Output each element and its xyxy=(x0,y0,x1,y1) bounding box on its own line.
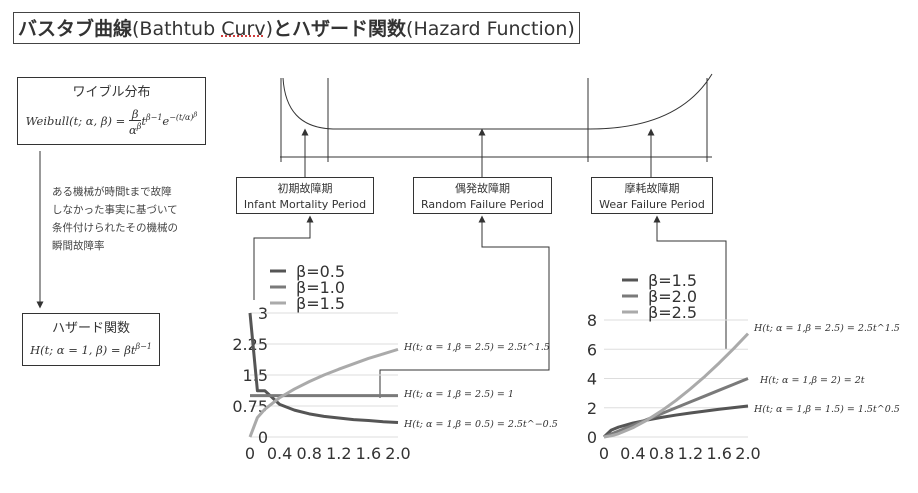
legend-label: β=1.0 xyxy=(296,278,345,297)
x-tick-label: 0 xyxy=(599,444,609,463)
bathtub-diagram xyxy=(280,73,713,177)
page-title: バスタブ曲線(Bathtub Curv)とハザード関数(Hazard Funct… xyxy=(13,12,580,44)
x-tick-label: 0 xyxy=(245,444,255,463)
infant-period-en: Infant Mortality Period xyxy=(243,198,367,211)
hazard-box: ハザード関数 H(t; α = 1, β) = βtβ−1 xyxy=(22,313,160,366)
random-period-en: Random Failure Period xyxy=(420,198,545,211)
annotation-beta-1.0: H(t; α = 1,β = 2.5) = 1 xyxy=(403,389,514,400)
y-tick-label: 2 xyxy=(587,399,597,418)
wear-period-box: 摩耗故障期 Wear Failure Period xyxy=(591,177,713,214)
y-tick-label: 3 xyxy=(258,304,268,323)
hazard-note: ある機械が時間tまで故障 しなかった事実に基づいて 条件付けられたその機械の 瞬… xyxy=(52,183,212,255)
bathtub-curve xyxy=(282,73,713,130)
x-tick-label: 1.6 xyxy=(356,444,381,463)
note-line: 条件付けられたその機械の xyxy=(52,222,178,234)
annotation-beta-2.0: H(t; α = 1,β = 2) = 2t xyxy=(759,375,865,386)
series-line xyxy=(248,347,399,438)
weibull-heading: ワイブル分布 xyxy=(72,85,151,100)
x-tick-label: 2.0 xyxy=(735,444,760,463)
x-tick-label: 1.2 xyxy=(326,444,351,463)
x-tick-label: 0.4 xyxy=(620,444,645,463)
series-line xyxy=(602,404,749,439)
annotation-beta-2.5: H(t; α = 1,β = 2.5) = 2.5t^1.5 xyxy=(753,323,900,334)
series-line xyxy=(248,312,399,425)
infant-period-box: 初期故障期 Infant Mortality Period xyxy=(236,177,374,214)
hazard-formula: H(t; α = 1, β) = βtβ−1 xyxy=(30,342,152,357)
y-tick-label: 2.25 xyxy=(232,335,268,354)
series-line xyxy=(603,377,749,439)
note-line: 瞬間故障率 xyxy=(52,240,105,252)
annotation-beta-2.5: H(t; α = 1,β = 2.5) = 2.5t^1.5 xyxy=(403,342,550,353)
y-tick-label: 0 xyxy=(258,428,268,447)
infant-period-jp: 初期故障期 xyxy=(277,182,333,195)
series-line xyxy=(603,332,750,439)
wear-connector xyxy=(653,215,727,349)
legend-label: β=1.5 xyxy=(648,271,697,290)
note-line: しなかった事実に基づいて xyxy=(52,204,178,216)
x-tick-label: 0.8 xyxy=(649,444,674,463)
x-tick-label: 0.8 xyxy=(296,444,321,463)
random-period-box: 偶発故障期 Random Failure Period xyxy=(413,177,552,214)
x-tick-label: 0.4 xyxy=(267,444,292,463)
annotation-beta-0.5: H(t; α = 1,β = 0.5) = 2.5t^−0.5 xyxy=(403,419,558,430)
wear-period-jp: 摩耗故障期 xyxy=(624,182,680,195)
annotation-beta-1.5: H(t; α = 1,β = 1.5) = 1.5t^0.5 xyxy=(753,404,900,415)
x-tick-label: 2.0 xyxy=(385,444,410,463)
legend-label: β=1.5 xyxy=(296,294,345,313)
wear-period-en: Wear Failure Period xyxy=(599,198,705,211)
y-tick-label: 0.75 xyxy=(232,397,268,416)
y-tick-label: 8 xyxy=(587,311,597,330)
legend-label: β=0.5 xyxy=(296,262,345,281)
y-tick-label: 6 xyxy=(587,340,597,359)
y-tick-label: 0 xyxy=(587,428,597,447)
hazard-heading: ハザード関数 xyxy=(51,321,130,336)
legend-label: β=2.0 xyxy=(648,287,697,306)
x-tick-label: 1.2 xyxy=(678,444,703,463)
random-period-jp: 偶発故障期 xyxy=(455,182,510,195)
legend-label: β=2.5 xyxy=(648,303,697,322)
x-tick-label: 1.6 xyxy=(706,444,731,463)
infant-connector xyxy=(253,215,314,300)
y-tick-label: 4 xyxy=(587,370,597,389)
note-line: ある機械が時間tまで故障 xyxy=(52,186,172,198)
random-connector xyxy=(379,215,550,398)
